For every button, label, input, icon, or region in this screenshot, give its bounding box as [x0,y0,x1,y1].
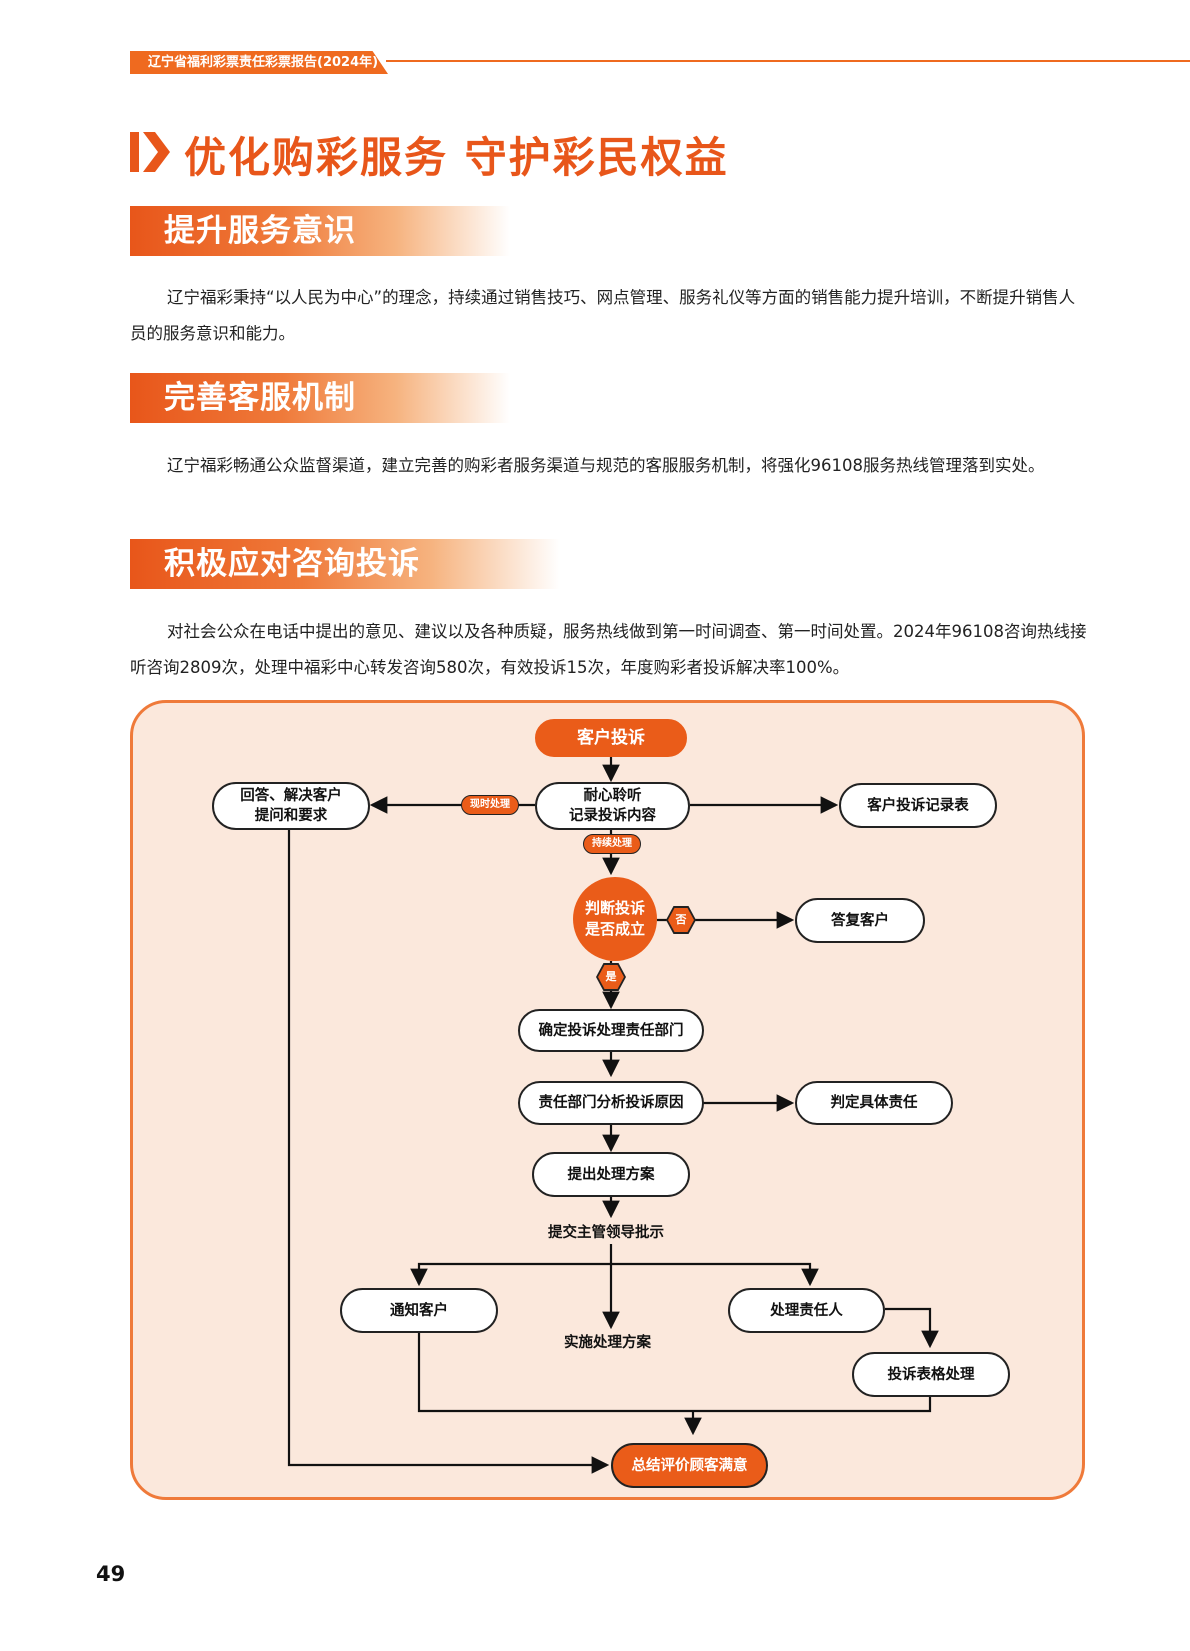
flow-determine-department: 确定投诉处理责任部门 [518,1009,704,1052]
section-heading-customer-service: 完善客服机制 [130,373,510,423]
flow-complaint-form-processing: 投诉表格处理 [852,1352,1010,1397]
section-text-service-awareness: 辽宁福彩秉持“以人民为中心”的理念，持续通过销售技巧、网点管理、服务礼仪等方面的… [130,288,1076,343]
header-divider [386,60,1190,62]
flow-handle-responsible-person: 处理责任人 [728,1288,885,1333]
tag-immediate-handling: 现时处理 [461,795,519,815]
section-heading-service-awareness: 提升服务意识 [130,206,510,256]
flow-summary-satisfaction: 总结评价顾客满意 [611,1443,768,1488]
chevron-right-icon [130,132,170,172]
section-text-customer-service: 辽宁福彩畅通公众监督渠道，建立完善的购彩者服务渠道与规范的客服服务机制，将强化9… [167,456,1045,475]
flow-reply-customer: 答复客户 [795,898,925,943]
flow-implement-solution: 实施处理方案 [564,1335,651,1351]
flow-determine-responsibility: 判定具体责任 [795,1081,953,1125]
report-header-tab: 辽宁省福利彩票责任彩票报告(2024年) [130,51,388,74]
flow-answer-customer: 回答、解决客户 提问和要求 [212,782,370,830]
flow-submit-approval: 提交主管领导批示 [548,1225,664,1241]
flow-listen-record: 耐心聆听 记录投诉内容 [535,782,690,830]
flow-decision-complaint-valid: 判断投诉 是否成立 [573,877,657,961]
flow-notify-customer: 通知客户 [340,1288,498,1333]
flow-start-customer-complaint: 客户投诉 [535,719,687,757]
tag-ongoing-handling: 持续处理 [583,834,641,854]
section-heading-complaints: 积极应对咨询投诉 [130,539,560,589]
flow-analyze-cause: 责任部门分析投诉原因 [518,1081,704,1125]
flow-complaint-record-table: 客户投诉记录表 [839,783,997,828]
flow-propose-solution: 提出处理方案 [532,1152,690,1197]
page-title: 优化购彩服务 守护彩民权益 [184,133,729,182]
section-text-complaints: 对社会公众在电话中提出的意见、建议以及各种质疑，服务热线做到第一时间调查、第一时… [130,622,1087,677]
page-number: 49 [96,1562,126,1586]
